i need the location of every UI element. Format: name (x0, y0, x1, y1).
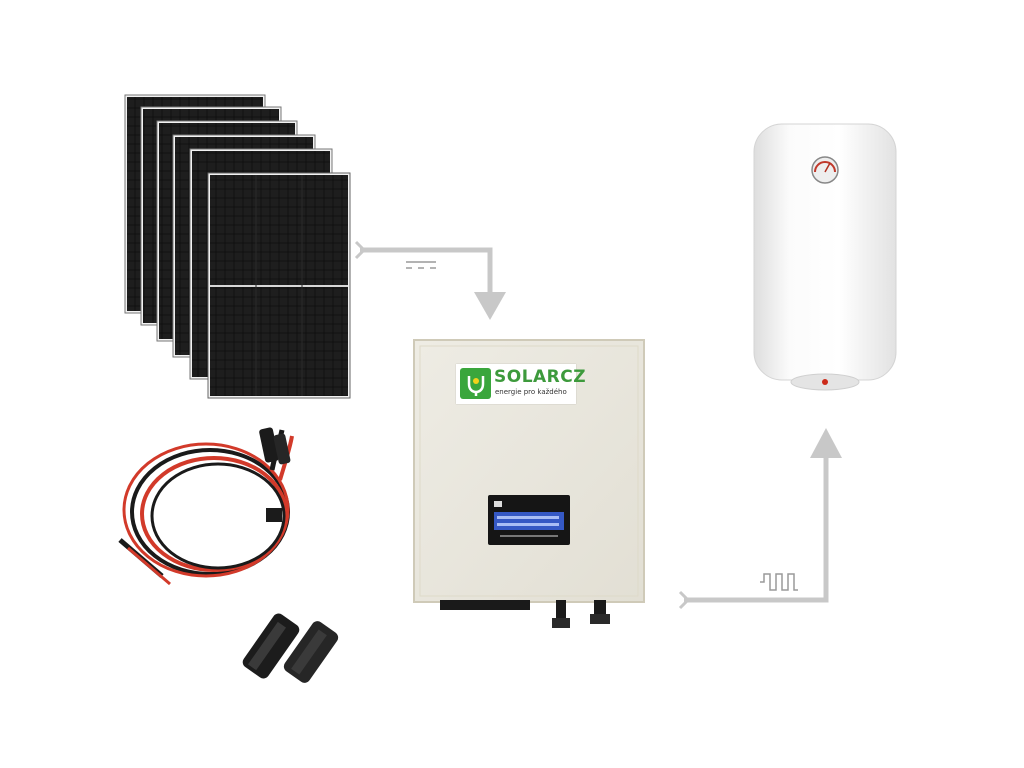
solar-cable-coil (118, 429, 294, 586)
dc-flow-arrow (354, 240, 493, 296)
brand-tagline: energie pro každého (495, 388, 567, 396)
ac-flow-arrow (678, 456, 829, 610)
water-heater-boiler (753, 123, 897, 391)
ac-waveform-icon (760, 573, 798, 591)
arrow-head-down (474, 292, 506, 320)
cable-connector (259, 427, 291, 522)
inverter-cable-glands (440, 600, 610, 628)
temperature-gauge-icon (811, 156, 839, 184)
dc-symbol-icon (406, 261, 436, 269)
mc4-connectors (242, 613, 339, 683)
solar-panel-front (207, 172, 351, 399)
arrow-head-up (810, 428, 842, 458)
inverter-display (488, 495, 570, 545)
brand-name: SOLARCZ (494, 367, 587, 387)
indicator-light-icon (822, 379, 828, 385)
brand-logo: SOLARCZ energie pro každého (456, 364, 586, 404)
plug-sun-icon (460, 368, 491, 399)
solar-panel-stack (124, 94, 351, 399)
